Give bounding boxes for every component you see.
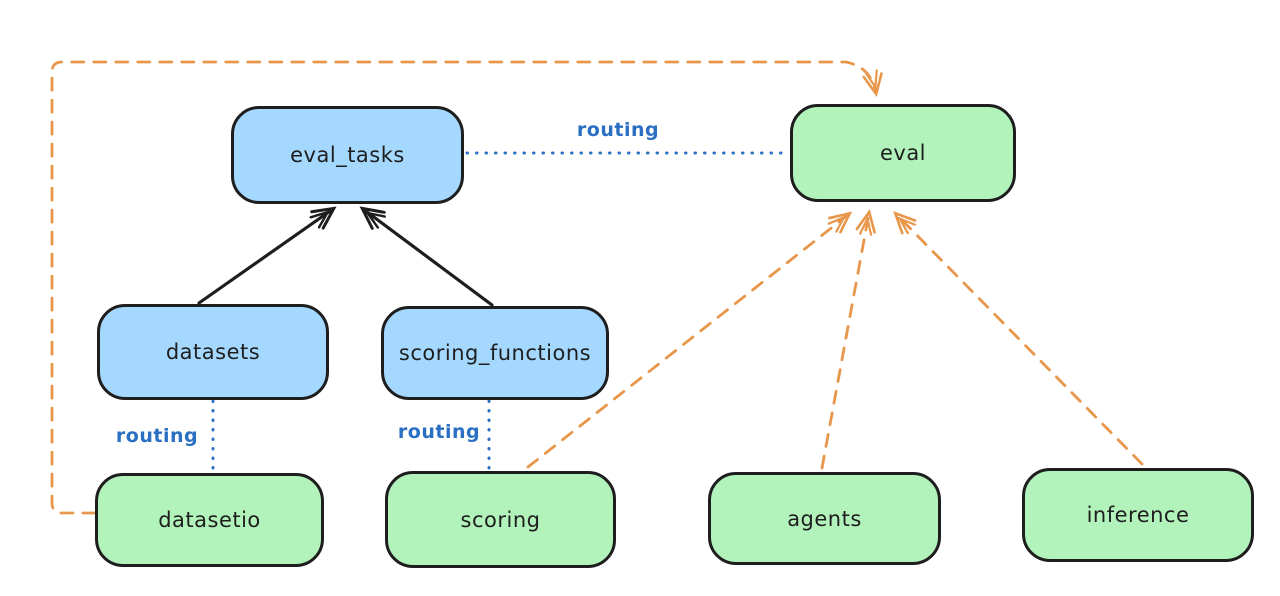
edge-inference-to-eval — [893, 211, 1144, 466]
edge-datasets-to-eval-tasks — [197, 206, 337, 305]
edge-datasetio-to-eval — [50, 60, 883, 515]
node-scoring-functions[interactable]: scoring_functions — [381, 306, 609, 400]
node-datasetio-label: datasetio — [158, 508, 261, 532]
node-eval-label: eval — [879, 141, 927, 165]
edge-label-routing-datasets-datasetio: routing — [115, 425, 199, 447]
node-inference-label: inference — [1086, 503, 1190, 527]
node-datasets[interactable]: datasets — [97, 304, 329, 400]
node-datasetio[interactable]: datasetio — [95, 473, 324, 567]
node-scoring-functions-label: scoring_functions — [398, 341, 592, 365]
node-eval[interactable]: eval — [790, 104, 1016, 202]
node-scoring-label: scoring — [460, 507, 541, 532]
edge-scoring-functions-to-eval-tasks — [359, 206, 494, 307]
node-scoring[interactable]: scoring — [385, 471, 616, 568]
node-inference[interactable]: inference — [1022, 468, 1254, 562]
node-eval-tasks-label: eval_tasks — [290, 143, 405, 167]
node-eval-tasks[interactable]: eval_tasks — [231, 106, 464, 204]
edge-label-routing-scoring-functions-scoring: routing — [397, 421, 481, 443]
edge-agents-to-eval — [820, 209, 876, 470]
node-agents-label: agents — [787, 506, 862, 531]
node-agents[interactable]: agents — [708, 472, 941, 565]
node-datasets-label: datasets — [165, 340, 261, 364]
edge-label-routing-eval-tasks-eval: routing — [576, 119, 660, 141]
edge-scoring-to-eval — [526, 211, 853, 469]
